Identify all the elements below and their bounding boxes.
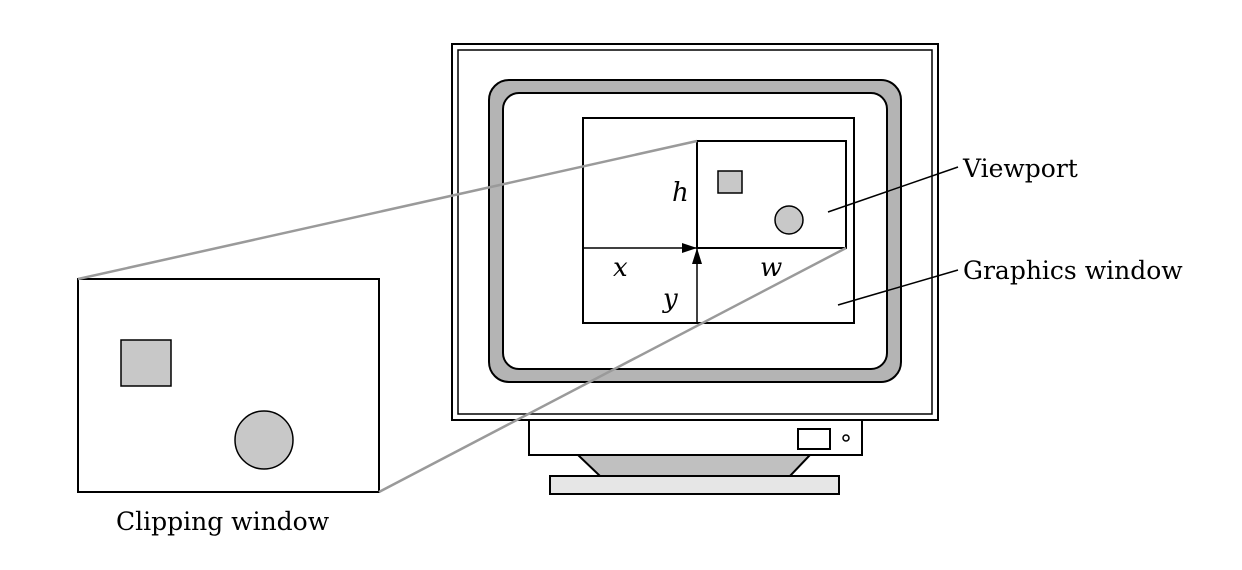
power-button [797, 428, 831, 450]
viewport-leader-line [827, 166, 959, 213]
projection-line-bottom [378, 246, 847, 494]
viewport-label: Viewport [962, 154, 1078, 183]
clipping-window-label: Clipping window [116, 507, 330, 536]
clipping-square [120, 339, 172, 387]
power-led [842, 434, 850, 442]
monitor-stand [528, 419, 863, 495]
x-label: x [613, 253, 628, 283]
stand-foot [549, 475, 840, 495]
viewport-square [717, 170, 743, 194]
viewport-circle [774, 205, 804, 235]
viewport [696, 140, 847, 249]
y-label: y [662, 284, 678, 314]
clipping-circle [234, 410, 294, 470]
graphics-window-leader-line [837, 269, 959, 306]
w-label: w [760, 253, 782, 283]
stand-neck [575, 454, 813, 477]
x-arrowhead [682, 243, 697, 253]
h-label: h [672, 178, 689, 208]
clipping-window [77, 278, 380, 493]
y-arrowhead [692, 248, 702, 264]
graphics-window-label: Graphics window [963, 256, 1183, 285]
projection-line-top [77, 139, 698, 281]
